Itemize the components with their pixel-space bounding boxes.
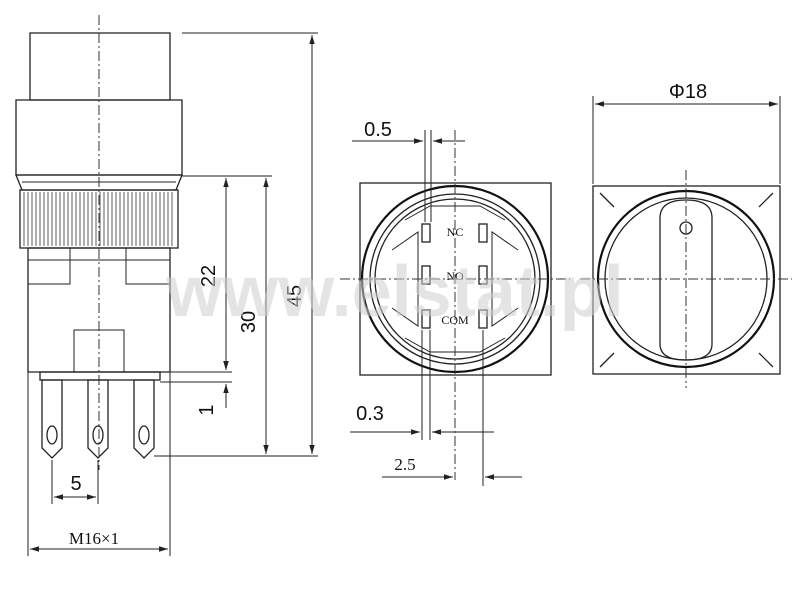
diameter-dim-label: Φ18 [669,81,707,103]
knurl-lines [23,192,173,246]
dim-1-label: 1 [196,404,218,415]
dim-45-label: 45 [284,285,306,307]
dim-03-label: 0.3 [356,403,384,425]
cap-top [29,32,171,101]
contact-slot-com-left [421,309,431,329]
watermark: www.elstat.pl [165,252,623,332]
dim-5-label: 5 [70,473,81,495]
rear-view: NC NO COM 0.5 0.3 2.5 [340,119,570,486]
base-plate [39,371,161,381]
terminal-left [41,379,63,459]
label-nc: NC [447,225,464,239]
dim-25-label: 2.5 [394,455,415,474]
terminal-middle [87,379,109,459]
contact-slot-no-right [478,265,488,285]
side-view: 22 30 45 1 5 M16×1 [15,15,318,556]
contact-slot-nc-right [478,223,488,243]
dim-22-label: 22 [198,265,220,287]
contact-slot-nc-left [421,223,431,243]
dim-05-label: 0.5 [364,119,392,141]
contact-slot-no-left [421,265,431,285]
terminal-right [133,379,155,459]
contact-slot-com-right [478,309,488,329]
dim-30-label: 30 [238,311,260,333]
front-view: Φ18 [580,81,792,388]
selector-knob-handle [659,199,713,361]
thread-dim-label: M16×1 [69,529,119,548]
